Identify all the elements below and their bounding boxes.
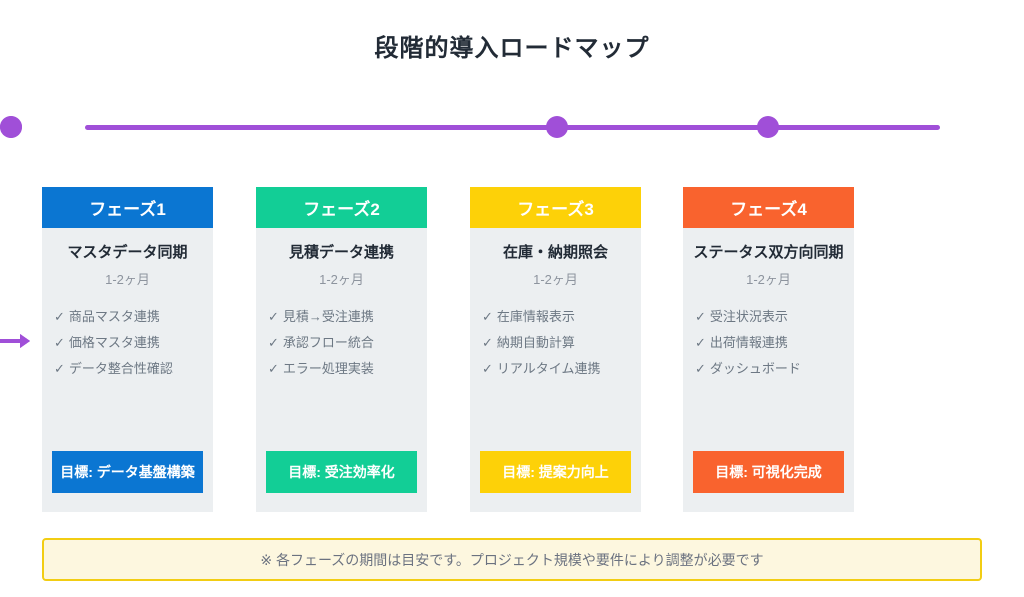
check-icon: ✓ (54, 335, 65, 350)
phase-card: フェーズ3 在庫・納期照会 1-2ヶ月 ✓在庫情報表示✓納期自動計算✓リアルタイ… (470, 187, 641, 512)
checklist-item: ✓出荷情報連携 (695, 330, 844, 356)
phase-header: フェーズ2 (256, 187, 427, 228)
checklist-item: ✓価格マスタ連携 (54, 330, 203, 356)
phase-duration: 1-2ヶ月 (319, 272, 364, 287)
phase-goal-badge: 目標: 受注効率化 (266, 451, 417, 493)
checklist-item-label: 価格マスタ連携 (68, 335, 160, 350)
phase-title: 在庫・納期照会 (502, 244, 608, 261)
phase-title: マスタデータ同期 (67, 244, 188, 261)
phase-checklist: ✓商品マスタ連携✓価格マスタ連携✓データ整合性確認 (42, 304, 213, 382)
phase-checklist: ✓見積→受注連携✓承認フロー統合✓エラー処理実装 (256, 304, 427, 382)
check-icon: ✓ (695, 309, 706, 324)
phase-card: フェーズ2 見積データ連携 1-2ヶ月 ✓見積→受注連携✓承認フロー統合✓エラー… (256, 187, 427, 512)
checklist-item-label: 出荷情報連携 (709, 335, 788, 350)
checklist-item-label: 承認フロー統合 (282, 335, 374, 350)
check-icon: ✓ (695, 335, 706, 350)
check-icon: ✓ (482, 335, 493, 350)
checklist-item-label: データ整合性確認 (68, 361, 173, 376)
checklist-item: ✓エラー処理実装 (268, 356, 417, 382)
checklist-item-label: ダッシュボード (709, 361, 801, 376)
footnote-text: ※ 各フェーズの期間は目安です。プロジェクト規模や要件により調整が必要です (260, 551, 764, 568)
phase-title: ステータス双方向同期 (693, 244, 844, 261)
timeline-dot-1 (546, 116, 568, 138)
phase-title: 見積データ連携 (288, 244, 394, 261)
timeline-dot-4 (0, 116, 22, 138)
timeline-line (85, 125, 940, 130)
checklist-item-label: 見積→受注連携 (282, 309, 374, 324)
phase-checklist: ✓受注状況表示✓出荷情報連携✓ダッシュボード (683, 304, 854, 382)
phase-duration: 1-2ヶ月 (746, 272, 791, 287)
checklist-item-label: 在庫情報表示 (496, 309, 575, 324)
footnote-banner: ※ 各フェーズの期間は目安です。プロジェクト規模や要件により調整が必要です (42, 538, 982, 581)
check-icon: ✓ (268, 309, 279, 324)
checklist-item: ✓リアルタイム連携 (482, 356, 631, 382)
checklist-item: ✓承認フロー統合 (268, 330, 417, 356)
checklist-item: ✓商品マスタ連携 (54, 304, 203, 330)
phase-card: フェーズ1 マスタデータ同期 1-2ヶ月 ✓商品マスタ連携✓価格マスタ連携✓デー… (42, 187, 213, 512)
checklist-item-label: 商品マスタ連携 (68, 309, 160, 324)
phase-goal-badge: 目標: 提案力向上 (480, 451, 631, 493)
check-icon: ✓ (268, 335, 279, 350)
check-icon: ✓ (482, 361, 493, 376)
phase-duration: 1-2ヶ月 (533, 272, 578, 287)
check-icon: ✓ (54, 361, 65, 376)
arrow-right-icon (0, 334, 30, 348)
phase-duration: 1-2ヶ月 (105, 272, 150, 287)
checklist-item: ✓ダッシュボード (695, 356, 844, 382)
checklist-item: ✓在庫情報表示 (482, 304, 631, 330)
check-icon: ✓ (695, 361, 706, 376)
check-icon: ✓ (54, 309, 65, 324)
checklist-item-label: 納期自動計算 (496, 335, 575, 350)
page-title: 段階的導入ロードマップ (374, 35, 650, 62)
phase-goal-badge: 目標: 可視化完成 (693, 451, 844, 493)
timeline-dot-2 (757, 116, 779, 138)
check-icon: ✓ (268, 361, 279, 376)
checklist-item: ✓見積→受注連携 (268, 304, 417, 330)
phase-header: フェーズ4 (683, 187, 854, 228)
checklist-item-label: 受注状況表示 (709, 309, 788, 324)
checklist-item: ✓データ整合性確認 (54, 356, 203, 382)
phase-checklist: ✓在庫情報表示✓納期自動計算✓リアルタイム連携 (470, 304, 641, 382)
checklist-item: ✓受注状況表示 (695, 304, 844, 330)
checklist-item: ✓納期自動計算 (482, 330, 631, 356)
phase-goal-badge: 目標: データ基盤構築 (52, 451, 203, 493)
phase-card: フェーズ4 ステータス双方向同期 1-2ヶ月 ✓受注状況表示✓出荷情報連携✓ダッ… (683, 187, 854, 512)
checklist-item-label: リアルタイム連携 (496, 361, 601, 376)
phase-header: フェーズ3 (470, 187, 641, 228)
phase-header: フェーズ1 (42, 187, 213, 228)
check-icon: ✓ (482, 309, 493, 324)
checklist-item-label: エラー処理実装 (282, 361, 374, 376)
